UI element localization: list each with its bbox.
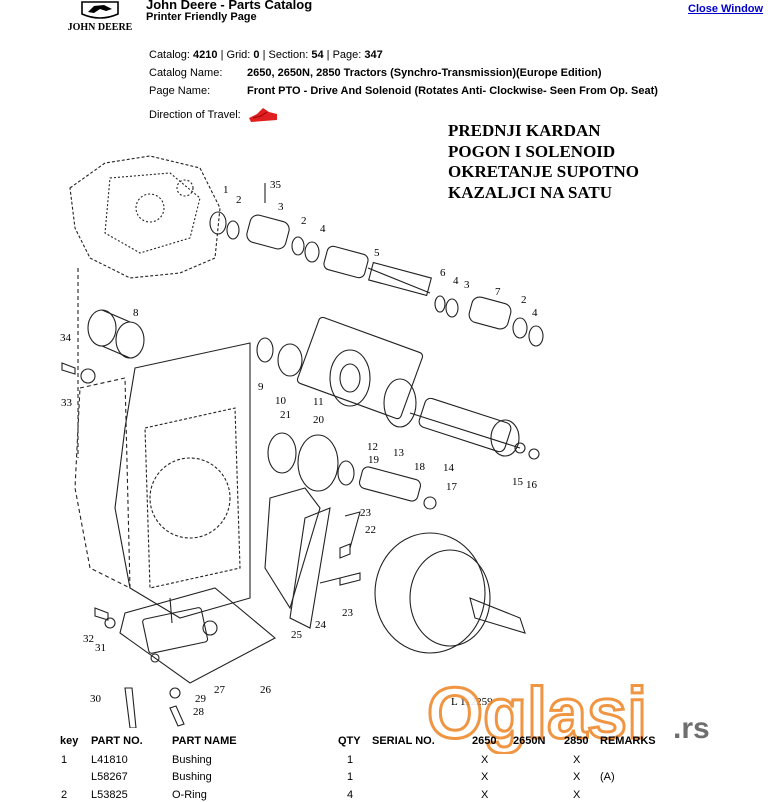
section-value: 54 [311,49,324,61]
cell-part-no: L53825 [91,789,128,801]
callout-number: 19 [368,454,380,466]
callout-number: 31 [95,642,106,654]
oglasi-watermark-logo: Oglasi .rs [426,673,710,755]
page-value: 347 [364,49,383,61]
col-header-part-no: PART NO. [91,735,143,747]
callout-number: 33 [61,397,73,409]
callout-number: 4 [453,275,459,287]
callout-number: 28 [193,706,205,718]
callout-number: 34 [60,332,72,344]
callout-number: 15 [512,476,524,488]
direction-of-travel-label: Direction of Travel: [149,109,241,121]
page-header-subtitle: Printer Friendly Page [146,11,257,23]
cell-key: 1 [61,754,68,766]
close-window-link[interactable]: Close Window [688,3,764,15]
section-label: Section: [268,49,309,61]
cell-part-name: O-Ring [172,789,207,801]
grid-label: Grid: [226,49,251,61]
callout-number: 20 [313,414,325,426]
col-header-remarks: REMARKS [600,735,656,747]
col-header-key: key [60,735,79,747]
callout-number: 4 [532,307,538,319]
cell-qty: 4 [347,789,354,801]
col-header-2850: 2850 [564,735,589,747]
callout-number: 18 [414,461,426,473]
direction-of-travel-icon [249,108,277,122]
callout-number: 3 [464,279,470,291]
cell-2850: X [573,754,581,766]
callout-number: 16 [526,479,538,491]
catalog-value: 4210 [193,49,218,61]
cell-2850: X [573,771,581,783]
callout-number: 6 [440,267,446,279]
callout-number: 9 [258,381,264,393]
john-deere-logo: JOHN DEERE [68,1,133,33]
watermark-text: Oglasi [427,674,647,754]
cell-key: 2 [61,789,68,801]
caption-line: PREDNJI KARDAN [448,121,601,140]
catalog-label: Catalog: [149,49,190,61]
cell-qty: 1 [347,754,354,766]
callout-number: 8 [133,307,139,319]
callout-number: 3 [278,201,284,213]
callout-number: 2 [236,194,242,206]
callout-number: 7 [495,286,501,298]
callout-number: 23 [342,607,354,619]
callout-number: 13 [393,447,405,459]
callout-number: 25 [291,629,303,641]
catalog-info-line: Catalog: 4210 | Grid: 0 | Section: 54 | … [149,49,383,61]
cell-part-name: Bushing [172,754,212,766]
col-header-2650: 2650 [472,735,497,747]
callout-number: 17 [446,481,458,493]
callout-number: 4 [320,223,326,235]
callout-number: 2 [301,215,307,227]
exploded-parts-diagram: 1 2 35 3 2 4 5 6 4 3 7 2 4 8 34 33 9 10 … [60,155,544,728]
catalog-name-label: Catalog Name: [149,67,223,79]
callout-number: 29 [195,693,207,705]
catalog-name-value: 2650, 2650N, 2850 Tractors (Synchro-Tran… [247,67,602,79]
callout-number: 21 [280,409,291,421]
caption-line: OKRETANJE SUPOTNO [448,162,639,181]
callout-number: 14 [443,462,455,474]
callout-number: 1 [223,184,229,196]
col-header-part-name: PART NAME [172,735,237,747]
callout-number: 24 [315,619,327,631]
col-header-serial-no: SERIAL NO. [372,735,435,747]
callout-number: 10 [275,395,287,407]
col-header-2650n: 2650N [513,735,546,747]
grid-value: 0 [253,49,260,61]
figure-number: L 112259 [451,696,493,708]
cell-2650: X [481,771,489,783]
callout-number: 30 [90,693,102,705]
callout-number: 32 [83,633,94,645]
callout-number: 27 [214,684,226,696]
cell-remarks: (A) [600,771,615,783]
callout-number: 35 [270,179,282,191]
cell-part-name: Bushing [172,771,212,783]
watermark-suffix: .rs [673,712,710,745]
callout-number: 12 [367,441,378,453]
callout-number: 11 [313,396,324,408]
callout-number: 5 [374,247,380,259]
cell-2650: X [481,789,489,801]
page-label: Page: [332,49,362,61]
page-header-title: John Deere - Parts Catalog [146,0,313,12]
callout-number: 22 [365,524,376,536]
cell-2850: X [573,789,581,801]
cell-2650: X [481,754,489,766]
callout-number: 23 [360,507,372,519]
col-header-qty: QTY [338,735,361,747]
overlay-caption: PREDNJI KARDAN POGON I SOLENOID OKRETANJ… [448,121,639,203]
logo-brand-text: JOHN DEERE [68,22,133,33]
cell-part-no: L41810 [91,754,128,766]
callout-number: 26 [260,684,272,696]
page-name-label: Page Name: [149,85,211,97]
cell-part-no: L58267 [91,771,128,783]
caption-line: KAZALJCI NA SATU [448,182,613,202]
callout-number: 2 [521,294,527,306]
page-name-value: Front PTO - Drive And Solenoid (Rotates … [247,85,658,97]
caption-line: POGON I SOLENOID [448,141,616,161]
cell-qty: 1 [347,771,354,783]
